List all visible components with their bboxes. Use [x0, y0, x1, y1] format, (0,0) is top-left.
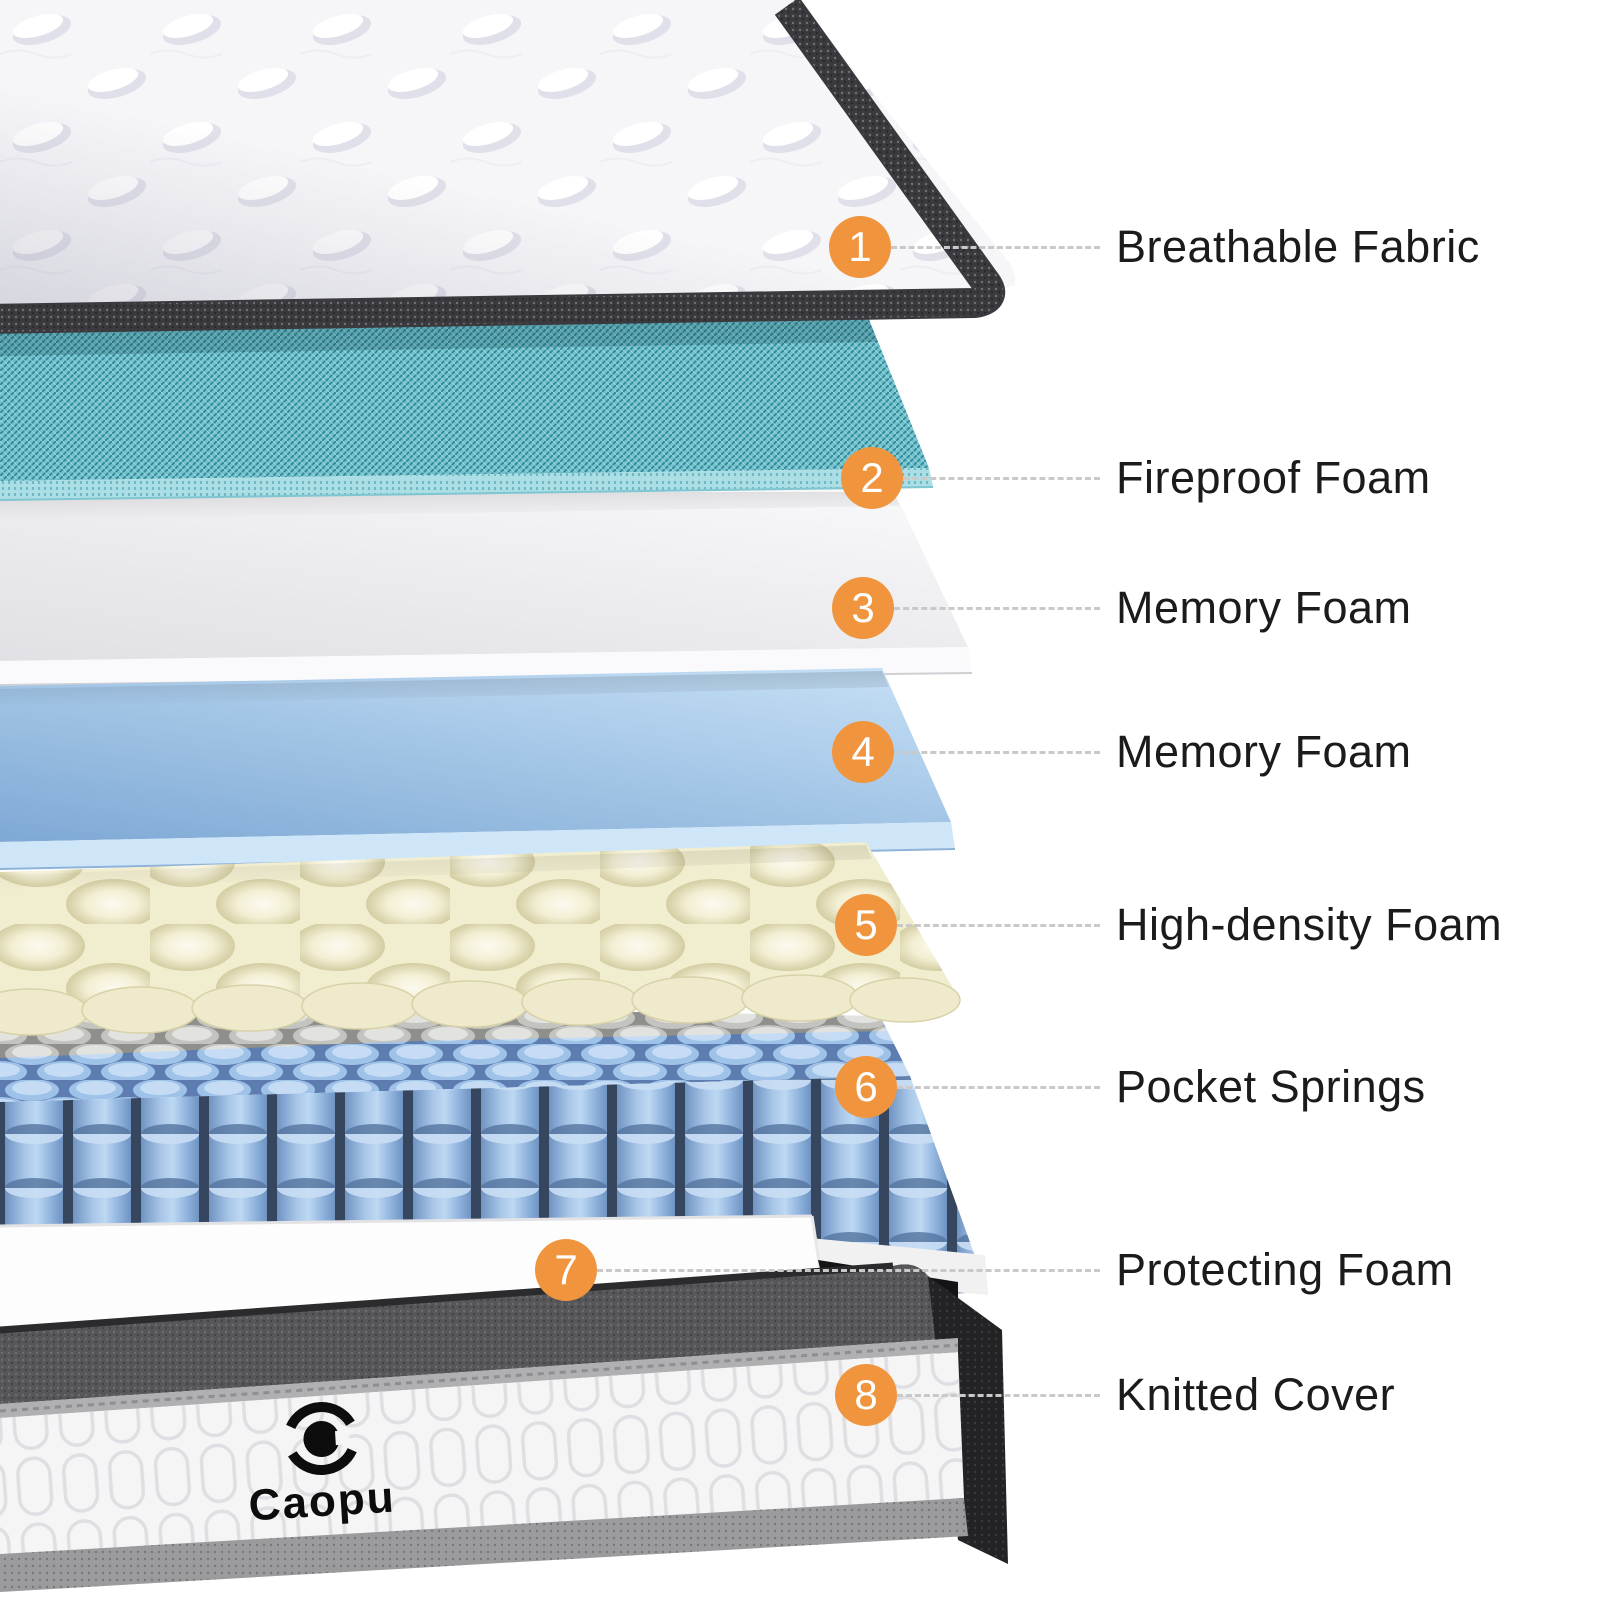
callout-breathable-fabric: 1 Breathable Fabric [829, 216, 1480, 278]
layer-4-leader-line [894, 750, 1100, 754]
callout-knitted-cover: 8 Knitted Cover [835, 1364, 1395, 1426]
layer-memory-foam-blue-graphic [0, 668, 956, 870]
callout-high-density-foam: 5 High-density Foam [835, 894, 1502, 956]
callout-pocket-springs: 6 Pocket Springs [835, 1056, 1426, 1118]
callout-fireproof-foam: 2 Fireproof Foam [841, 447, 1431, 509]
layer-1-badge: 1 [829, 216, 891, 278]
callout-memory-foam-2: 4 Memory Foam [832, 721, 1412, 783]
layer-6-label: Pocket Springs [1116, 1061, 1426, 1112]
layer-8-badge: 8 [835, 1364, 897, 1426]
layer-2-number: 2 [860, 454, 884, 501]
layer-8-number: 8 [854, 1371, 878, 1418]
layer-5-badge: 5 [835, 894, 897, 956]
layer-6-number: 6 [854, 1063, 878, 1110]
caopu-logo-icon [286, 1402, 357, 1475]
layer-4-label: Memory Foam [1116, 726, 1412, 777]
callout-memory-foam-1: 3 Memory Foam [832, 577, 1412, 639]
layer-1-number: 1 [848, 223, 872, 270]
layer-8-leader-line [897, 1393, 1100, 1397]
layer-5-leader-line [897, 923, 1100, 927]
layer-4-badge: 4 [832, 721, 894, 783]
layer-7-badge: 7 [535, 1239, 597, 1301]
layer-2-label: Fireproof Foam [1116, 452, 1431, 503]
layer-7-number: 7 [554, 1246, 578, 1293]
brand-name: Caopu [247, 1473, 397, 1531]
layer-1-leader-line [891, 245, 1100, 249]
layer-8-label: Knitted Cover [1116, 1369, 1396, 1420]
layer-1-label: Breathable Fabric [1116, 221, 1480, 272]
layer-2-badge: 2 [841, 447, 903, 509]
layer-3-leader-line [894, 606, 1100, 610]
layer-high-density-foam-graphic [0, 842, 961, 1036]
callout-protecting-foam: 7 Protecting Foam [535, 1239, 1454, 1301]
layer-6-leader-line [897, 1085, 1100, 1089]
layer-breathable-fabric-graphic [0, 0, 1016, 334]
layer-7-leader-line [597, 1268, 1100, 1272]
layer-memory-foam-white-graphic [0, 489, 973, 686]
layer-2-leader-line [903, 476, 1100, 480]
layer-knitted-cover-graphic [0, 1260, 1008, 1592]
layer-3-number: 3 [851, 584, 875, 631]
layer-4-number: 4 [851, 728, 875, 775]
layer-7-label: Protecting Foam [1116, 1244, 1454, 1295]
layer-fireproof-foam-graphic [0, 317, 934, 501]
layer-5-number: 5 [854, 901, 878, 948]
layer-3-label: Memory Foam [1116, 582, 1412, 633]
layer-6-badge: 6 [835, 1056, 897, 1118]
layer-3-badge: 3 [832, 577, 894, 639]
layer-5-label: High-density Foam [1116, 899, 1503, 950]
